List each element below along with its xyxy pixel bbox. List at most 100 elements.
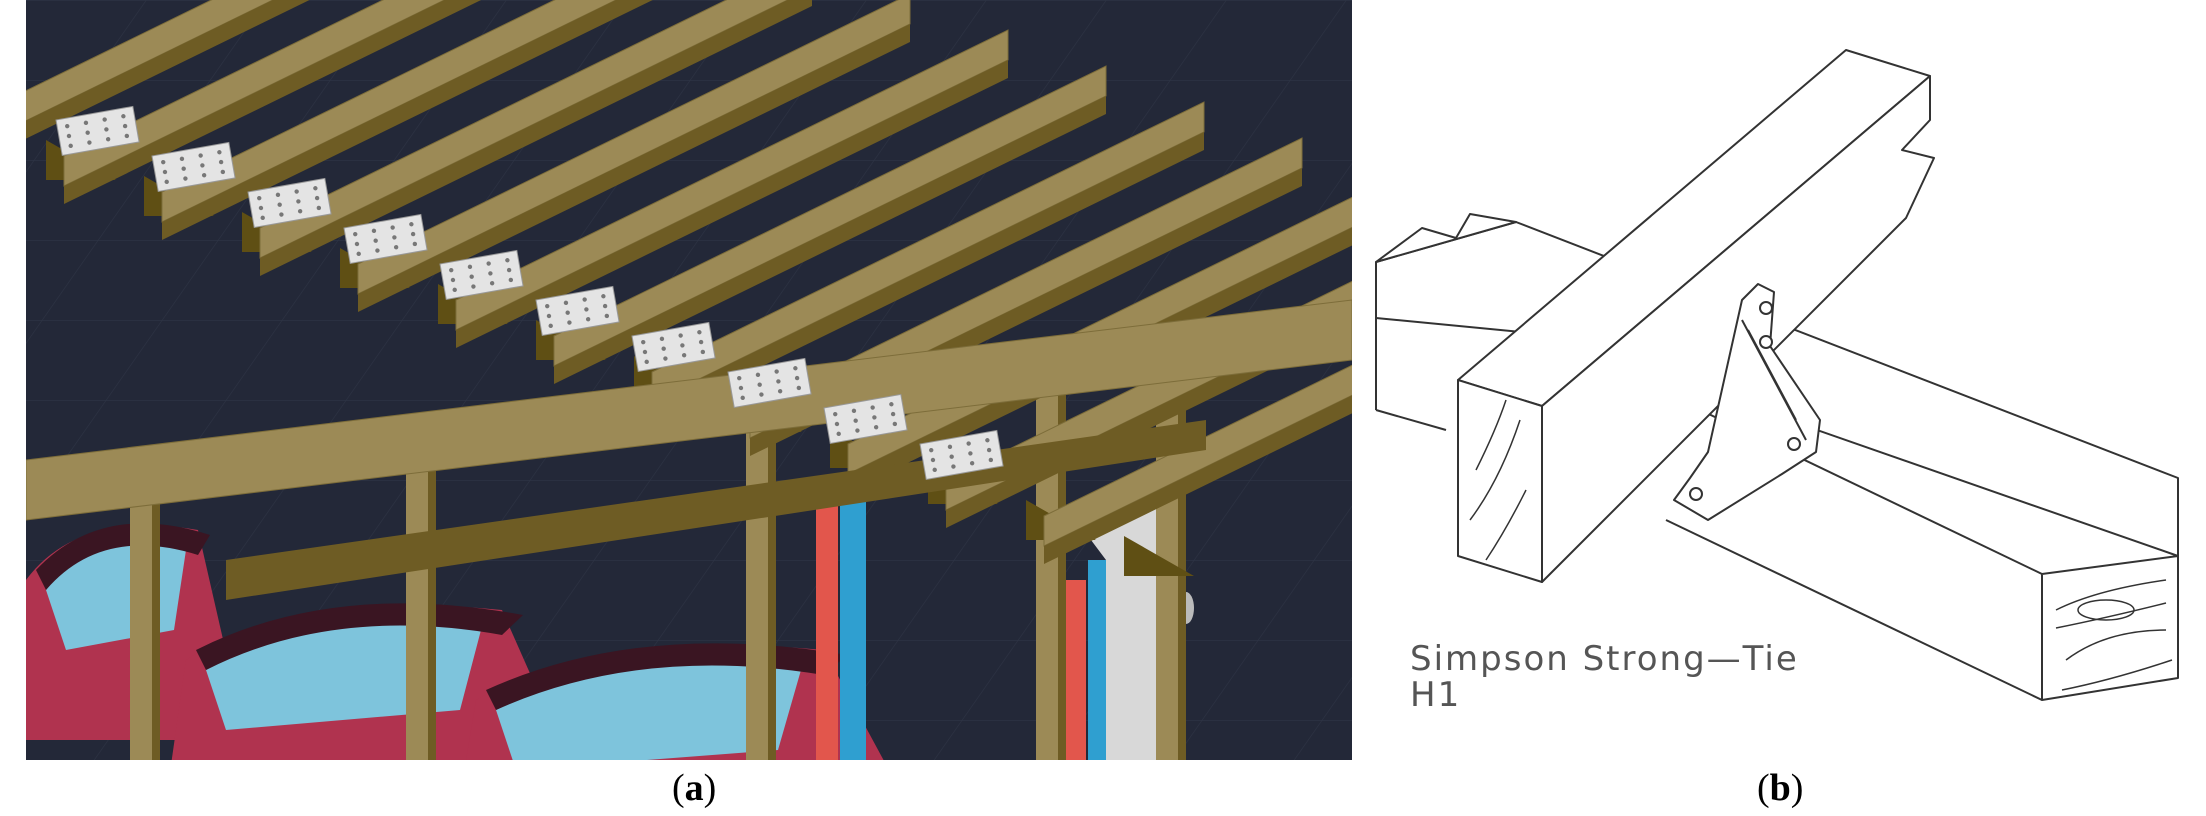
rafter-shadow [1124, 536, 1194, 576]
tie-plate-9 [823, 393, 908, 445]
plate-hole [929, 447, 934, 453]
plate-hole [469, 274, 474, 279]
plate-hole [757, 382, 762, 387]
plate-hole [161, 159, 166, 165]
plate-hole [659, 336, 665, 342]
plate-hole [354, 241, 360, 247]
plate-hole [584, 307, 589, 312]
rafter-top [1043, 364, 1352, 547]
post-2 [406, 430, 428, 760]
plate-hole [471, 284, 476, 289]
plate-hole [183, 176, 188, 181]
plate-hole [410, 231, 416, 237]
plate-hole [124, 133, 130, 139]
rafter-face [26, 0, 310, 139]
plate-hole [567, 320, 572, 325]
plate-hole [296, 199, 301, 204]
plate-hole [681, 353, 687, 358]
plate-hole [663, 356, 668, 361]
plate-hole [642, 349, 648, 355]
rafter-face [456, 60, 1008, 348]
tie-plate-2 [151, 141, 236, 193]
plate-body [247, 177, 332, 229]
plate-hole [582, 297, 587, 302]
connector-drawing-svg: Simpson Strong—Tie H1 [1375, 49, 2179, 715]
plate-hole [277, 202, 282, 207]
plate-hole [162, 169, 168, 175]
plate-hole [604, 313, 610, 319]
plate-hole [314, 195, 320, 201]
plate-hole [449, 267, 454, 273]
plate-hole [393, 245, 399, 250]
plate-hole [260, 215, 265, 221]
plate-hole [316, 205, 322, 211]
carport-render-svg [26, 0, 1352, 760]
plate-hole [968, 451, 973, 456]
plate-hole [641, 339, 646, 345]
plate-hole [755, 372, 761, 378]
plate-hole [851, 408, 857, 414]
plate-hole [601, 294, 606, 299]
plate-hole [870, 405, 875, 410]
plate-hole [390, 225, 395, 230]
plate-hole [548, 323, 553, 329]
plate-body [823, 393, 908, 445]
plate-hole [932, 467, 937, 473]
tie-plate-1 [55, 105, 140, 157]
plate-hole [467, 264, 473, 270]
plate-hole [565, 310, 570, 315]
plate-hole [951, 464, 956, 469]
post-side-3 [768, 400, 776, 760]
plate-hole [218, 159, 224, 165]
tie-plate-10 [919, 429, 1004, 481]
rafter-face [554, 96, 1106, 384]
post-side-2 [428, 430, 436, 760]
tie-plate-3 [247, 177, 332, 229]
plate-hole [198, 153, 203, 158]
plates-group [55, 105, 1004, 481]
plate-hole [873, 425, 879, 430]
tie-plate-6 [535, 285, 620, 337]
plate-hole [353, 231, 358, 237]
plate-hole [697, 330, 702, 335]
plate-hole [452, 287, 457, 293]
plate-body [343, 213, 428, 265]
plate-hole [853, 418, 858, 423]
pipe-red-1 [816, 500, 838, 760]
tie-plate-8 [727, 357, 812, 409]
plate-body [631, 321, 716, 373]
plate-hole [83, 120, 89, 126]
plate-hole [392, 235, 397, 240]
tie-plate-4 [343, 213, 428, 265]
plate-body [727, 357, 812, 409]
plate-hole [258, 205, 264, 211]
plate-hole [257, 195, 262, 201]
plate-hole [700, 349, 706, 355]
plate-hole [872, 415, 877, 420]
plate-hole [179, 156, 185, 162]
plate-hole [969, 461, 975, 466]
plate-hole [102, 117, 107, 122]
plate-hole [121, 114, 126, 119]
plate-body [919, 429, 1004, 481]
plate-hole [505, 258, 510, 263]
plate-hole [508, 277, 514, 283]
plate-hole [371, 228, 377, 234]
post-1 [130, 460, 152, 760]
plate-hole [738, 385, 744, 391]
tie-plate-5 [439, 249, 524, 301]
plate-hole [85, 130, 90, 135]
plate-hole [181, 166, 186, 171]
car-roof [196, 603, 523, 670]
rafter-face [260, 0, 812, 276]
pipe-red-2 [1066, 580, 1086, 760]
plate-hole [545, 303, 550, 309]
plate-hole [986, 447, 992, 453]
plate-hole [200, 163, 205, 168]
plate-hole [294, 189, 299, 194]
plate-hole [794, 375, 800, 381]
rafter-12 [1043, 364, 1352, 576]
post-side-4 [1058, 370, 1066, 760]
plate-hole [104, 127, 109, 132]
plate-hole [220, 169, 226, 175]
